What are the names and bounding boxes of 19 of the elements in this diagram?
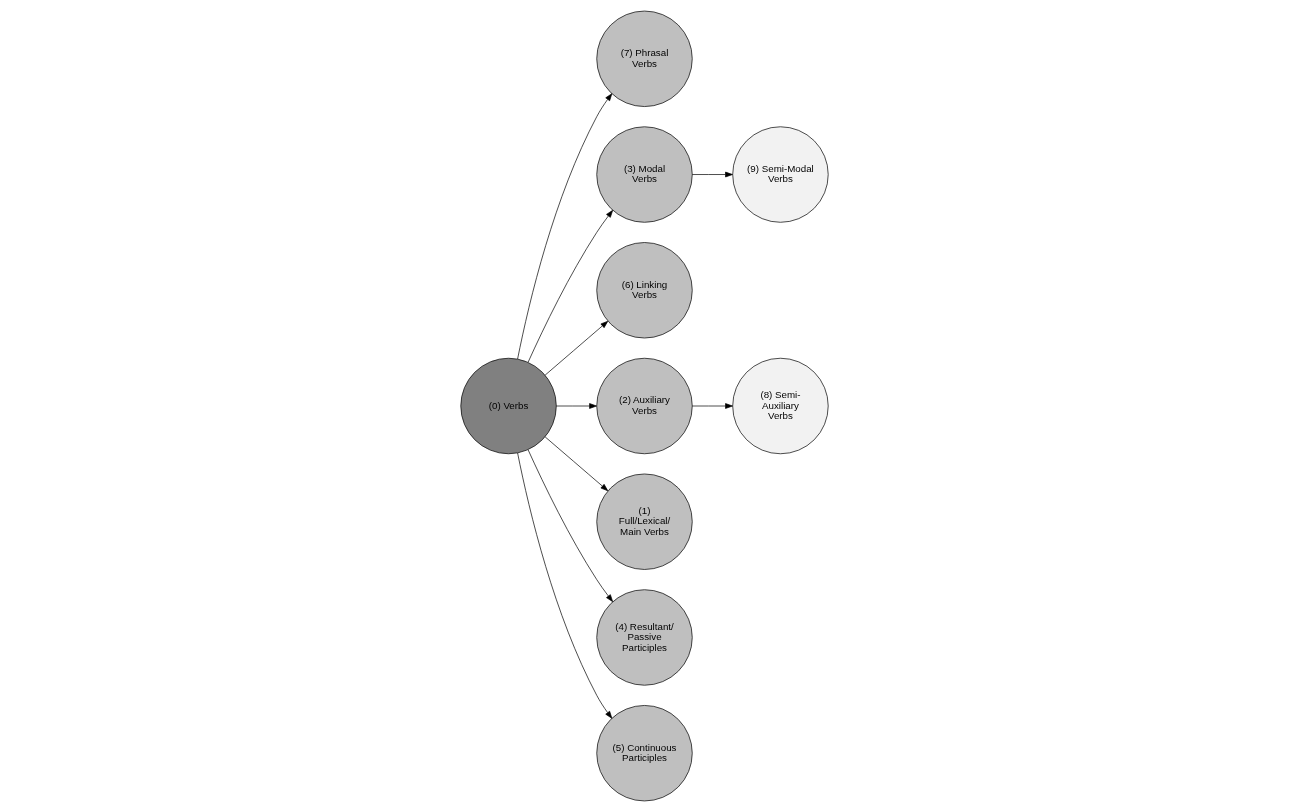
arrow: [691, 171, 733, 178]
node-circle: (4) Resultant/ Passive Participles: [596, 589, 693, 686]
arrow: [517, 452, 613, 719]
node-circle: (7) Phrasal Verbs: [596, 10, 693, 107]
node-circle: (2) Auxiliary Verbs: [596, 357, 693, 455]
arrow: [555, 403, 597, 409]
node-circle: (1) Full/Lexical/ Main Verbs: [596, 473, 693, 570]
node-circle: (6) Linking Verbs: [596, 242, 693, 339]
arrow: [527, 449, 614, 602]
node-circle: (0) Verbs: [460, 357, 557, 455]
arrow: [544, 320, 609, 376]
arrow: [517, 93, 613, 360]
node-circle: (5) Continuous Participles: [596, 705, 693, 802]
arrow: [691, 403, 733, 409]
node-circle: (8) Semi-Auxiliary Verbs: [732, 357, 829, 455]
node-circle: (3) Modal Verbs: [596, 126, 693, 223]
node-circle: (9) Semi-Modal Verbs: [732, 126, 829, 223]
arrow: [544, 436, 609, 492]
arrow: [527, 210, 614, 363]
